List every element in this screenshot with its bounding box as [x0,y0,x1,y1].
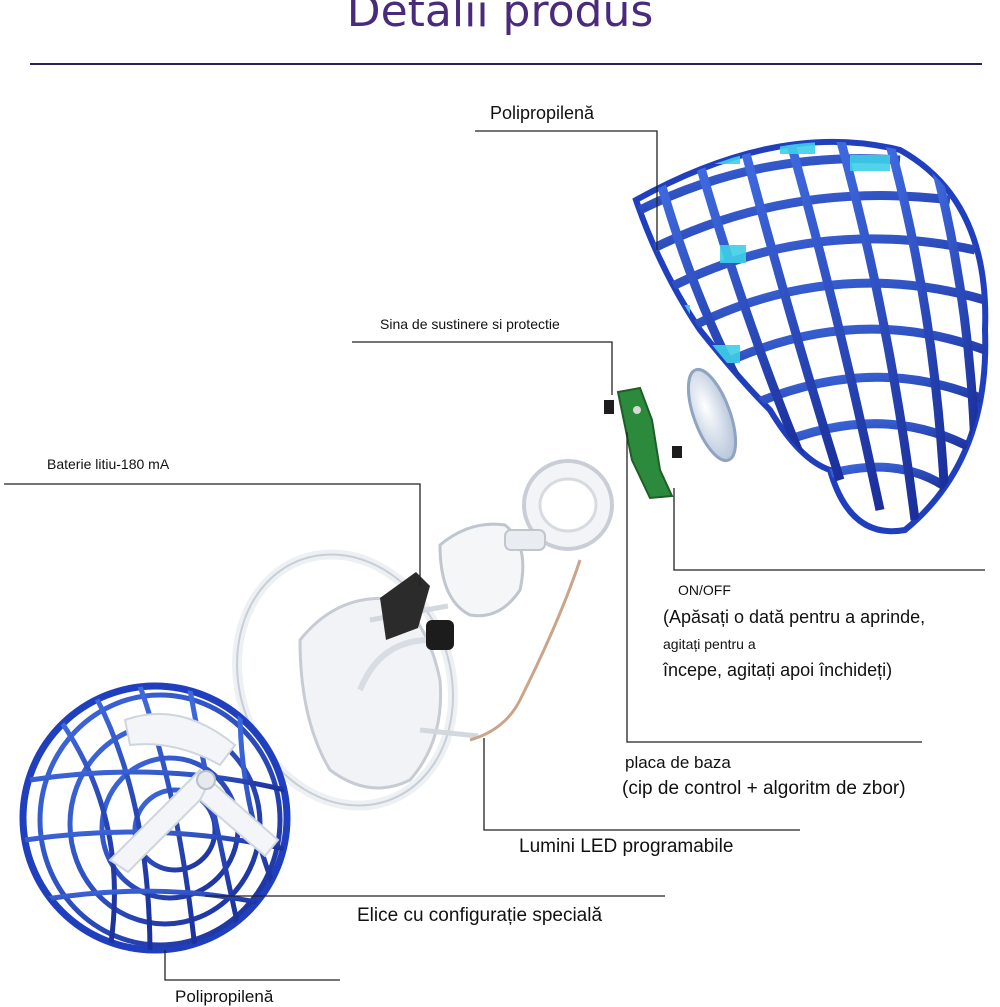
label-switch-line3: începe, agitați apoi închideți) [663,660,893,680]
label-board-title: placa de baza [625,753,731,772]
label-battery: Baterie litiu-180 mA [47,456,170,472]
main-board [604,386,682,500]
label-switch-line1: (Apăsați o dată pentru a aprinde, [663,607,926,627]
label-switch-line2: agitați pentru a [663,636,756,652]
label-support-rail: Sina de sustinere si protectie [380,316,560,332]
label-propeller: Elice cu configurație specială [357,905,603,926]
lens-disk [686,367,738,463]
label-top-shell: Polipropilenă [490,103,595,123]
label-board-detail: (cip de control + algoritm de zbor) [622,778,906,799]
label-led: Lumini LED programabile [519,836,734,857]
top-dome-shell [632,138,989,535]
label-bottom-shell: Polipropilenă [175,987,274,1006]
bottom-dome-shell [19,682,291,954]
page-title: Detalii produs [346,0,654,37]
title-divider [30,63,982,65]
leader-lines [4,130,985,981]
white-frame [232,459,614,811]
label-switch-title: ON/OFF [678,582,731,598]
